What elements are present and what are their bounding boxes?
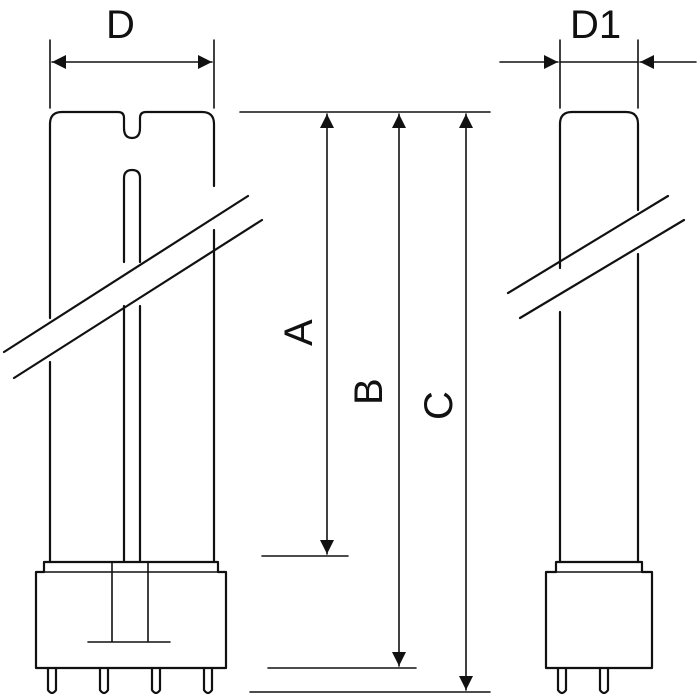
dimension-lines: A B C [239,111,491,693]
label-c: C [417,391,461,420]
inner-divider-lower [122,304,142,564]
break-line-1 [2,194,250,354]
side-pin-2 [598,666,610,695]
break-line-2 [12,218,264,380]
lamp-side-view [506,110,686,695]
side-tube-lower [558,252,640,564]
inner-divider [122,168,142,264]
label-b: B [347,378,391,405]
label-a: A [277,319,321,346]
lamp-base [34,560,228,670]
side-pin-1 [556,666,568,695]
label-d: D [106,3,135,47]
side-break-line-1 [506,194,670,295]
pin-4 [202,666,214,695]
dimension-d: D [49,3,215,109]
pin-3 [150,666,162,695]
tube-outline-upper [48,110,216,320]
label-d1: D1 [570,3,621,47]
side-tube-upper [558,110,640,270]
side-base [544,560,654,670]
dimension-d1: D1 [499,3,697,109]
pin-1 [46,666,58,695]
base-inner-lines [87,561,171,643]
side-break-line-2 [518,218,686,320]
pin-2 [98,666,110,695]
lamp-front-view [2,110,264,695]
